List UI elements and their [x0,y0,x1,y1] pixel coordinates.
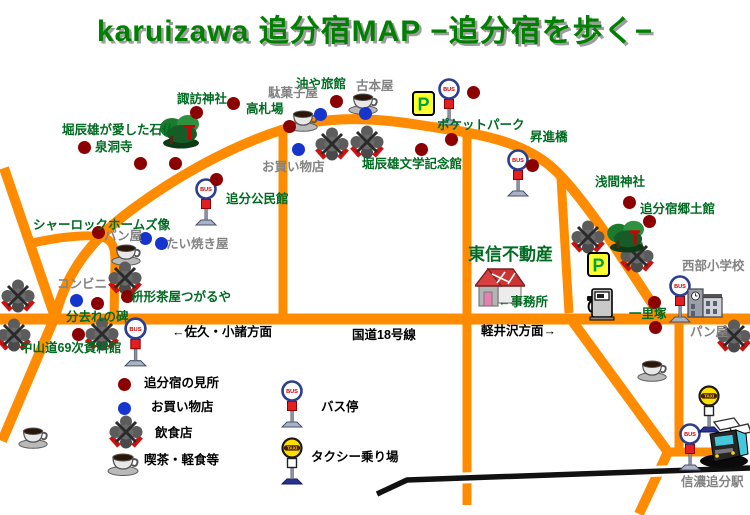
shop-dot [117,401,131,415]
railway-line [375,465,750,497]
road-station-diagonal [568,319,673,515]
poi-dot [414,142,428,156]
shop-dot [69,293,83,307]
cafe-icon [636,356,670,382]
label-oiwakejuku-kyoudokan: 追分宿郷土館 [640,202,716,216]
restaurant-icon [571,220,605,256]
restaurant-icon [1,279,35,315]
label-hori-tatsuo-bungakukinenkan: 堀辰雄文学記念館 [362,157,463,171]
label-kokudou-18: 国道18号線 [352,328,416,342]
road-old-nakasendo-arc [50,114,666,320]
legend-taxi-icon [279,437,305,485]
legend-busstop-icon [279,380,305,428]
poi-dot [647,295,661,309]
label-ichirizuka: 一里塚 [629,307,667,321]
road-gasstation-branch [556,177,574,314]
label-pocket-park: ポケットパーク [437,118,525,132]
label-wakasare-no-hi: 分去れの碑 [66,310,129,324]
poi-dot [622,195,636,209]
poi-dot [120,289,134,303]
shop-dot [291,142,305,156]
label-taiyakiya: たい焼き屋 [166,237,229,251]
parking-icon [412,91,435,116]
label-dagashiya: 駄菓子屋 [268,86,319,100]
legend-label-cafe: 喫茶・軽食等 [144,453,220,467]
label-okaimonoten: お買い物店 [262,160,325,174]
label-sherlock-holmes-statue: シャーロックホームズ像 [33,218,171,232]
legend-label-busstop: バス停 [321,400,359,414]
poi-dot [444,132,458,146]
road-left-branch [26,231,120,319]
label-seibu-shougakkou: 西部小学校 [682,259,745,273]
legend-label-restaurant: 飲食店 [155,426,193,440]
poi-dot [282,119,296,133]
label-panya-west: パン屋 [104,229,143,243]
gas-station-icon [586,287,618,321]
restaurant-icon [350,125,384,161]
parking-icon [587,252,610,277]
poi-dot [77,140,91,154]
cafe-icon [17,423,51,449]
shop-dot [138,231,152,245]
label-karuizawa-houmen: 軽井沢方面→ [481,324,557,338]
label-kousatsuba: 高札場 [246,102,284,116]
poi-dot [209,172,223,186]
poi-dot [91,225,105,239]
busstop-icon [122,317,149,367]
label-masugata-chaya: 枡形茶屋つがるや [131,290,232,304]
label-jimusho: ←事務所 [498,295,549,309]
legend-label-taxi: タクシー乗り場 [311,450,399,464]
legend-label-shop: お買い物店 [151,400,214,414]
legend-restaurant-icon [109,415,143,451]
label-hori-tatsuo-sekibutsu: 堀辰雄が愛した石仏 [62,123,175,137]
train-station-icon [700,416,750,470]
poi-dot [189,105,203,119]
poi-dot [226,96,240,110]
poi-dot [117,377,131,391]
label-saku-komoro-houmen: ←佐久・小諸方面 [172,325,273,339]
school-icon [687,285,723,318]
poi-dot [642,214,656,228]
map-title: karuizawa 追分宿MAP −追分宿を歩く− [96,15,654,48]
poi-dot [90,296,104,310]
shop-dot [154,236,168,250]
label-suwa-jinja: 諏訪神社 [177,92,228,106]
label-toushin-fudousan: 東信不動産 [468,245,553,264]
poi-dot [648,320,662,334]
busstop-icon [505,149,531,197]
label-shoushinbashi: 昇進橋 [530,130,568,144]
restaurant-icon [315,127,349,163]
label-panya-east: パン屋 [690,325,729,339]
poi-dot [133,156,147,170]
label-konbini: コンビニ [57,277,108,291]
label-sengen-jinja: 浅間神社 [595,175,646,189]
poi-dot [329,94,343,108]
shop-dot [358,106,372,120]
poi-dot [525,158,539,172]
label-oiwake-kouminkan: 追分公民館 [226,192,289,206]
label-sentouji: 泉洞寺 [95,140,133,154]
label-shinano-oiwake-eki: 信濃追分駅 [681,475,744,489]
shop-dot [313,107,327,121]
road-left-diagonal-lower [0,317,59,443]
poi-dot [466,85,480,99]
label-aburaya-ryokan: 油や旅館 [296,77,347,91]
label-nakasendo69-shiryokan: 中山道69次資料館 [20,341,122,355]
legend-label-poi: 追分宿の見所 [144,376,220,390]
poi-dot [168,156,182,170]
legend-cafe-icon [106,449,142,476]
label-furuhonya: 古本屋 [356,79,394,93]
poi-dot [71,327,85,341]
